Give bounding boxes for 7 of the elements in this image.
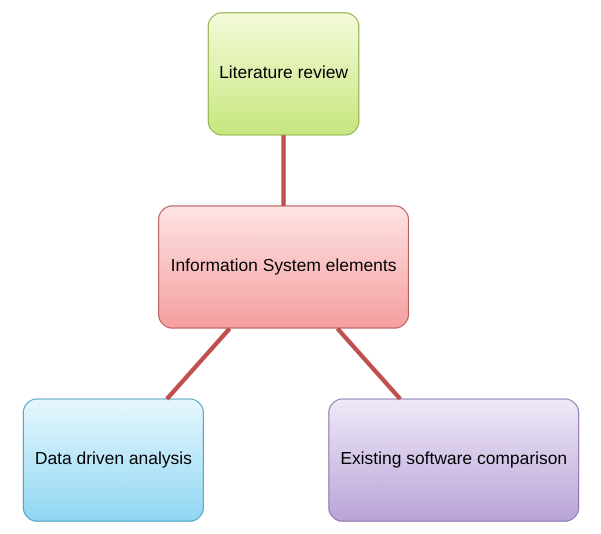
node-box: Data driven analysis [22,398,204,522]
node-box: Existing software comparison [328,398,579,522]
connector [164,327,231,400]
connector [335,327,402,400]
connector [280,135,286,206]
node-box: Information System elements [158,205,408,329]
node-box: Literature review [207,12,359,136]
